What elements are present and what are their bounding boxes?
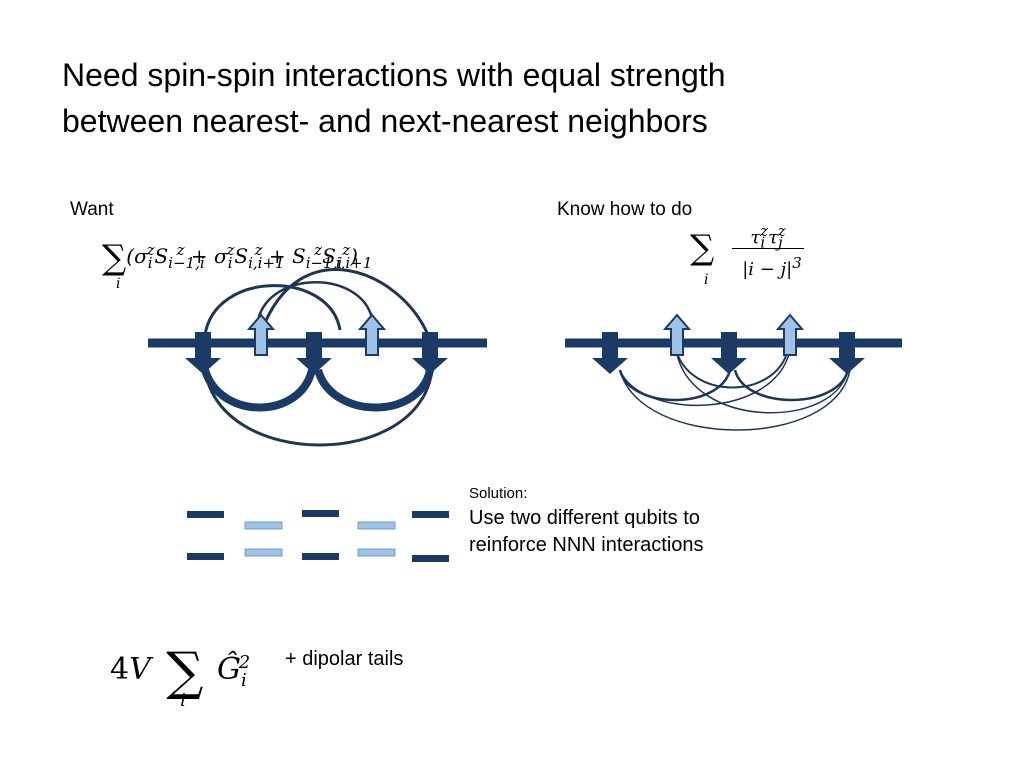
arc-link xyxy=(619,349,791,407)
level-bar-light xyxy=(244,548,283,557)
level-bar-dark xyxy=(412,511,449,518)
solution-line-2: reinforce NNN interactions xyxy=(469,534,704,556)
arc-link xyxy=(619,369,851,431)
want-label: Want xyxy=(70,199,114,220)
level-bar-dark xyxy=(412,555,449,562)
title-line-1: Need spin-spin interactions with equal s… xyxy=(62,57,726,93)
solution-head: Solution: xyxy=(469,485,528,502)
know-label: Know how to do xyxy=(557,199,693,220)
spin-up-arrow xyxy=(775,313,805,356)
arc-link xyxy=(201,368,316,412)
dipolar-tails-text: + dipolar tails xyxy=(285,648,404,670)
level-bar-dark xyxy=(302,510,339,517)
arc-link xyxy=(314,368,434,412)
spin-down-arrow xyxy=(412,332,448,374)
level-bar-dark xyxy=(187,511,224,518)
level-bar-light xyxy=(244,521,283,530)
arc-link xyxy=(618,369,732,402)
qubit-levels xyxy=(187,510,449,562)
bottom-formula: 4V ∑ Ĝi2 i xyxy=(110,642,251,711)
arc-link xyxy=(203,369,434,447)
spin-up-arrow xyxy=(662,313,692,356)
spin-down-arrow xyxy=(296,332,332,374)
spin-down-arrow xyxy=(185,332,221,374)
arc-link xyxy=(675,349,849,414)
arc-link xyxy=(203,284,342,336)
spin-up-arrow xyxy=(246,313,276,356)
arc-link xyxy=(675,349,789,389)
level-bar-light xyxy=(357,548,396,557)
spin-up-arrow xyxy=(357,313,387,356)
want-chain xyxy=(148,268,487,447)
want-formula: ∑(σizSi−1,iz + σizSi,i+1z + Si−1,izSi,i+… xyxy=(102,238,373,292)
solution-box: Solution: Use two different qubits to re… xyxy=(469,483,704,559)
dipolar-chain xyxy=(565,313,902,431)
spin-down-arrow xyxy=(829,332,865,374)
spin-down-arrow xyxy=(711,332,747,374)
level-bar-dark xyxy=(302,553,339,560)
solution-line-1: Use two different qubits to xyxy=(469,507,700,529)
title-line-2: between nearest- and next-nearest neighb… xyxy=(62,103,708,139)
arc-link xyxy=(260,268,430,336)
level-bar-light xyxy=(357,521,396,530)
level-bar-dark xyxy=(187,553,224,560)
spin-down-arrow xyxy=(592,332,628,374)
slide-title: Need spin-spin interactions with equal s… xyxy=(62,52,962,144)
arc-link xyxy=(733,369,850,402)
arc-link xyxy=(256,281,374,321)
